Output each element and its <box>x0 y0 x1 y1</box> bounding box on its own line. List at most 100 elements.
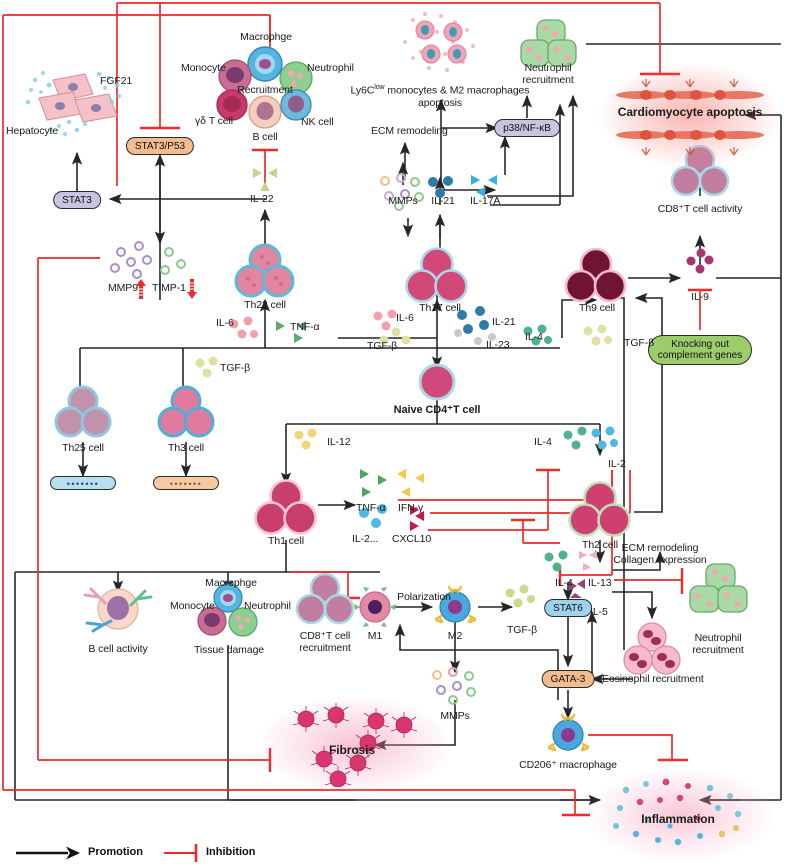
neutro-top-line1: Neutrophil <box>524 62 572 74</box>
cd206-macrophage-label: CD206⁺ macrophage <box>519 759 617 771</box>
il4-th9-cloud <box>518 323 558 353</box>
stat3-node[interactable]: STAT3 <box>53 191 101 209</box>
neutrophil-recruitment-top-label: Neutrophil recruitment <box>508 62 588 86</box>
hepatocyte-label: Hepatocyte <box>6 125 59 137</box>
th2-cell-graphic <box>566 481 634 539</box>
mmp9-label: MMP9 <box>108 282 138 294</box>
knocking-out-complement-genes-node[interactable]: Knocking out complement genes <box>648 335 752 365</box>
fibrosis-glow <box>261 697 449 793</box>
neutrophil-recruitment-right-graphic <box>686 562 750 618</box>
inflammation-dots-graphic <box>602 774 758 856</box>
cd8-recruit-line2: recruitment <box>299 642 351 655</box>
th22-cell-label: Th22 cell <box>244 299 286 311</box>
m1-macrophage-graphic <box>353 585 397 629</box>
tissue-damage-label: Tissue damage <box>193 644 265 656</box>
il17a-cloud <box>463 171 505 201</box>
eosinophil-recruitment-label: Eosinophil recruitment <box>602 673 704 685</box>
th25-cell-label: Th25 cell <box>62 442 104 454</box>
mmps-top-label: MMPs <box>388 195 418 207</box>
tnfa-th22-label: TNF-α <box>290 321 320 333</box>
th17-il21-il23-cloud <box>448 305 512 351</box>
th1-cytokines-cloud <box>352 465 444 535</box>
il22-cytokine-cloud <box>245 162 285 194</box>
ly6c-sup: low <box>374 84 385 91</box>
th1-cell-label: Th1 cell <box>268 535 304 547</box>
il4-il13-il5-cloud <box>539 549 617 607</box>
recruitment-top-label: Recruitment <box>237 84 293 96</box>
cd8-t-cell-activity-label: CD8⁺T cell activity <box>657 203 743 215</box>
ecm-remodeling-label: ECM remodeling <box>371 125 448 137</box>
tnfa-th1-label: TNF-α <box>356 502 386 514</box>
cd8-t-cell-recruitment-label: CD8⁺T cell recruitment <box>287 630 363 654</box>
monocyte-mid-label: Monocyte <box>170 600 215 612</box>
stat3-p53-node[interactable]: STAT3/P53 <box>125 137 195 155</box>
legend-inhibition-label: Inhibition <box>206 846 256 858</box>
ly6c-apoptosis-label: Ly6Clow monocytes & M2 macrophages apopt… <box>345 84 535 109</box>
tgfb-th3-label: TGF-β <box>220 362 251 374</box>
stat6-node[interactable]: STAT6 <box>544 599 592 617</box>
inflammation-label: Inflammation <box>641 812 715 826</box>
th3-cell-label: Th3 cell <box>168 442 204 454</box>
tgfb-m2-cloud <box>501 583 539 613</box>
il4-th2out-label: IL-4 <box>555 577 573 589</box>
cd8-recruit-line1: CD8⁺T cell <box>299 630 351 642</box>
th2-cell-label: Th2 cell <box>582 539 618 551</box>
ly6c-part3: apoptosis <box>417 96 463 109</box>
gata3-node[interactable]: GATA-3 <box>541 670 595 688</box>
ly6c-part2: monocytes & M2 macrophages <box>384 84 530 97</box>
cxcl10-label: CXCL10 <box>392 533 432 545</box>
cd8-t-cell-activity-graphic <box>668 145 732 199</box>
mmp9-timp1-cloud <box>107 240 193 286</box>
knocking-out-line2: complement genes <box>657 350 743 361</box>
th25-dots: ••••••• <box>66 479 100 489</box>
neutrophil-recruitment-right-label: Neutrophil recruitment <box>678 632 758 656</box>
neutro-right-line2: recruitment <box>692 644 744 657</box>
cardiomyocyte-apoptosis-label: Cardiomyocyte apoptosis <box>617 105 763 119</box>
inflammation-glow <box>587 769 773 861</box>
il4-il2-th2-cloud <box>558 425 622 461</box>
b-cell-activity-graphic <box>77 579 159 641</box>
p38-nfkb-node[interactable]: p38/NF-κB <box>494 119 560 137</box>
neutrophil-mid-label: Neutrophil <box>244 600 291 612</box>
th17-cell-graphic <box>403 247 471 305</box>
polarization-label: Polarization <box>397 591 451 603</box>
il2-th2-label: IL-2 <box>608 458 626 470</box>
ecm-collagen-line1: ECM remodeling <box>621 542 699 554</box>
il12-label: IL-12 <box>327 436 351 448</box>
th3-cell-graphic <box>154 385 218 441</box>
naive-cd4-t-cell-graphic <box>417 362 457 402</box>
legend-promotion-label: Promotion <box>88 846 143 858</box>
m2-macrophage-graphic <box>432 584 478 630</box>
naive-cd4-t-cell-label: Naive CD4⁺T cell <box>393 404 481 416</box>
cardiomyocyte-fibers-graphic <box>612 69 768 161</box>
il9-label: IL-9 <box>691 291 709 303</box>
il21-top-label: IL-21 <box>431 195 455 207</box>
b-cell-activity-label: B cell activity <box>88 643 148 655</box>
knocking-out-line1: Knocking out <box>671 339 729 350</box>
th25-output-node: ••••••• <box>50 476 116 490</box>
eosinophil-graphic <box>621 622 683 678</box>
neutrophil-top-label: Neutrophil <box>307 62 354 74</box>
gd-t-cell-label: γδ T cell <box>195 115 234 127</box>
macrophage-top-label: Macrophge <box>240 31 292 43</box>
il9-cloud <box>681 247 719 277</box>
ecm-collagen-label: ECM remodeling Collagen expression <box>600 542 720 566</box>
macrophage-mid-label: Macrophge <box>205 577 257 589</box>
il22-label: IL-22 <box>250 193 274 205</box>
il6-th17-label: IL-6 <box>396 312 414 324</box>
neutro-right-line1: Neutrophil <box>694 632 742 644</box>
ecm-collagen-line2: Collagen expression <box>613 554 707 567</box>
th9-cell-graphic <box>563 248 629 304</box>
il6-th22-cloud <box>222 314 262 346</box>
fibrosis-cells-graphic <box>280 703 430 787</box>
th9-cell-label: Th9 cell <box>579 302 615 314</box>
tgfb-th9-label: TGF-β <box>624 337 655 349</box>
m1-label: M1 <box>367 630 383 642</box>
recruitment-cell-cluster <box>205 42 325 138</box>
timp1-down-arrow-icon <box>187 279 197 299</box>
tnfa-th22-cloud <box>270 317 314 347</box>
il2-th1-label: IL-2... <box>352 533 379 545</box>
mmps-bottom-label: MMPs <box>440 710 470 722</box>
monocyte-top-label: Monocyte <box>181 62 226 74</box>
